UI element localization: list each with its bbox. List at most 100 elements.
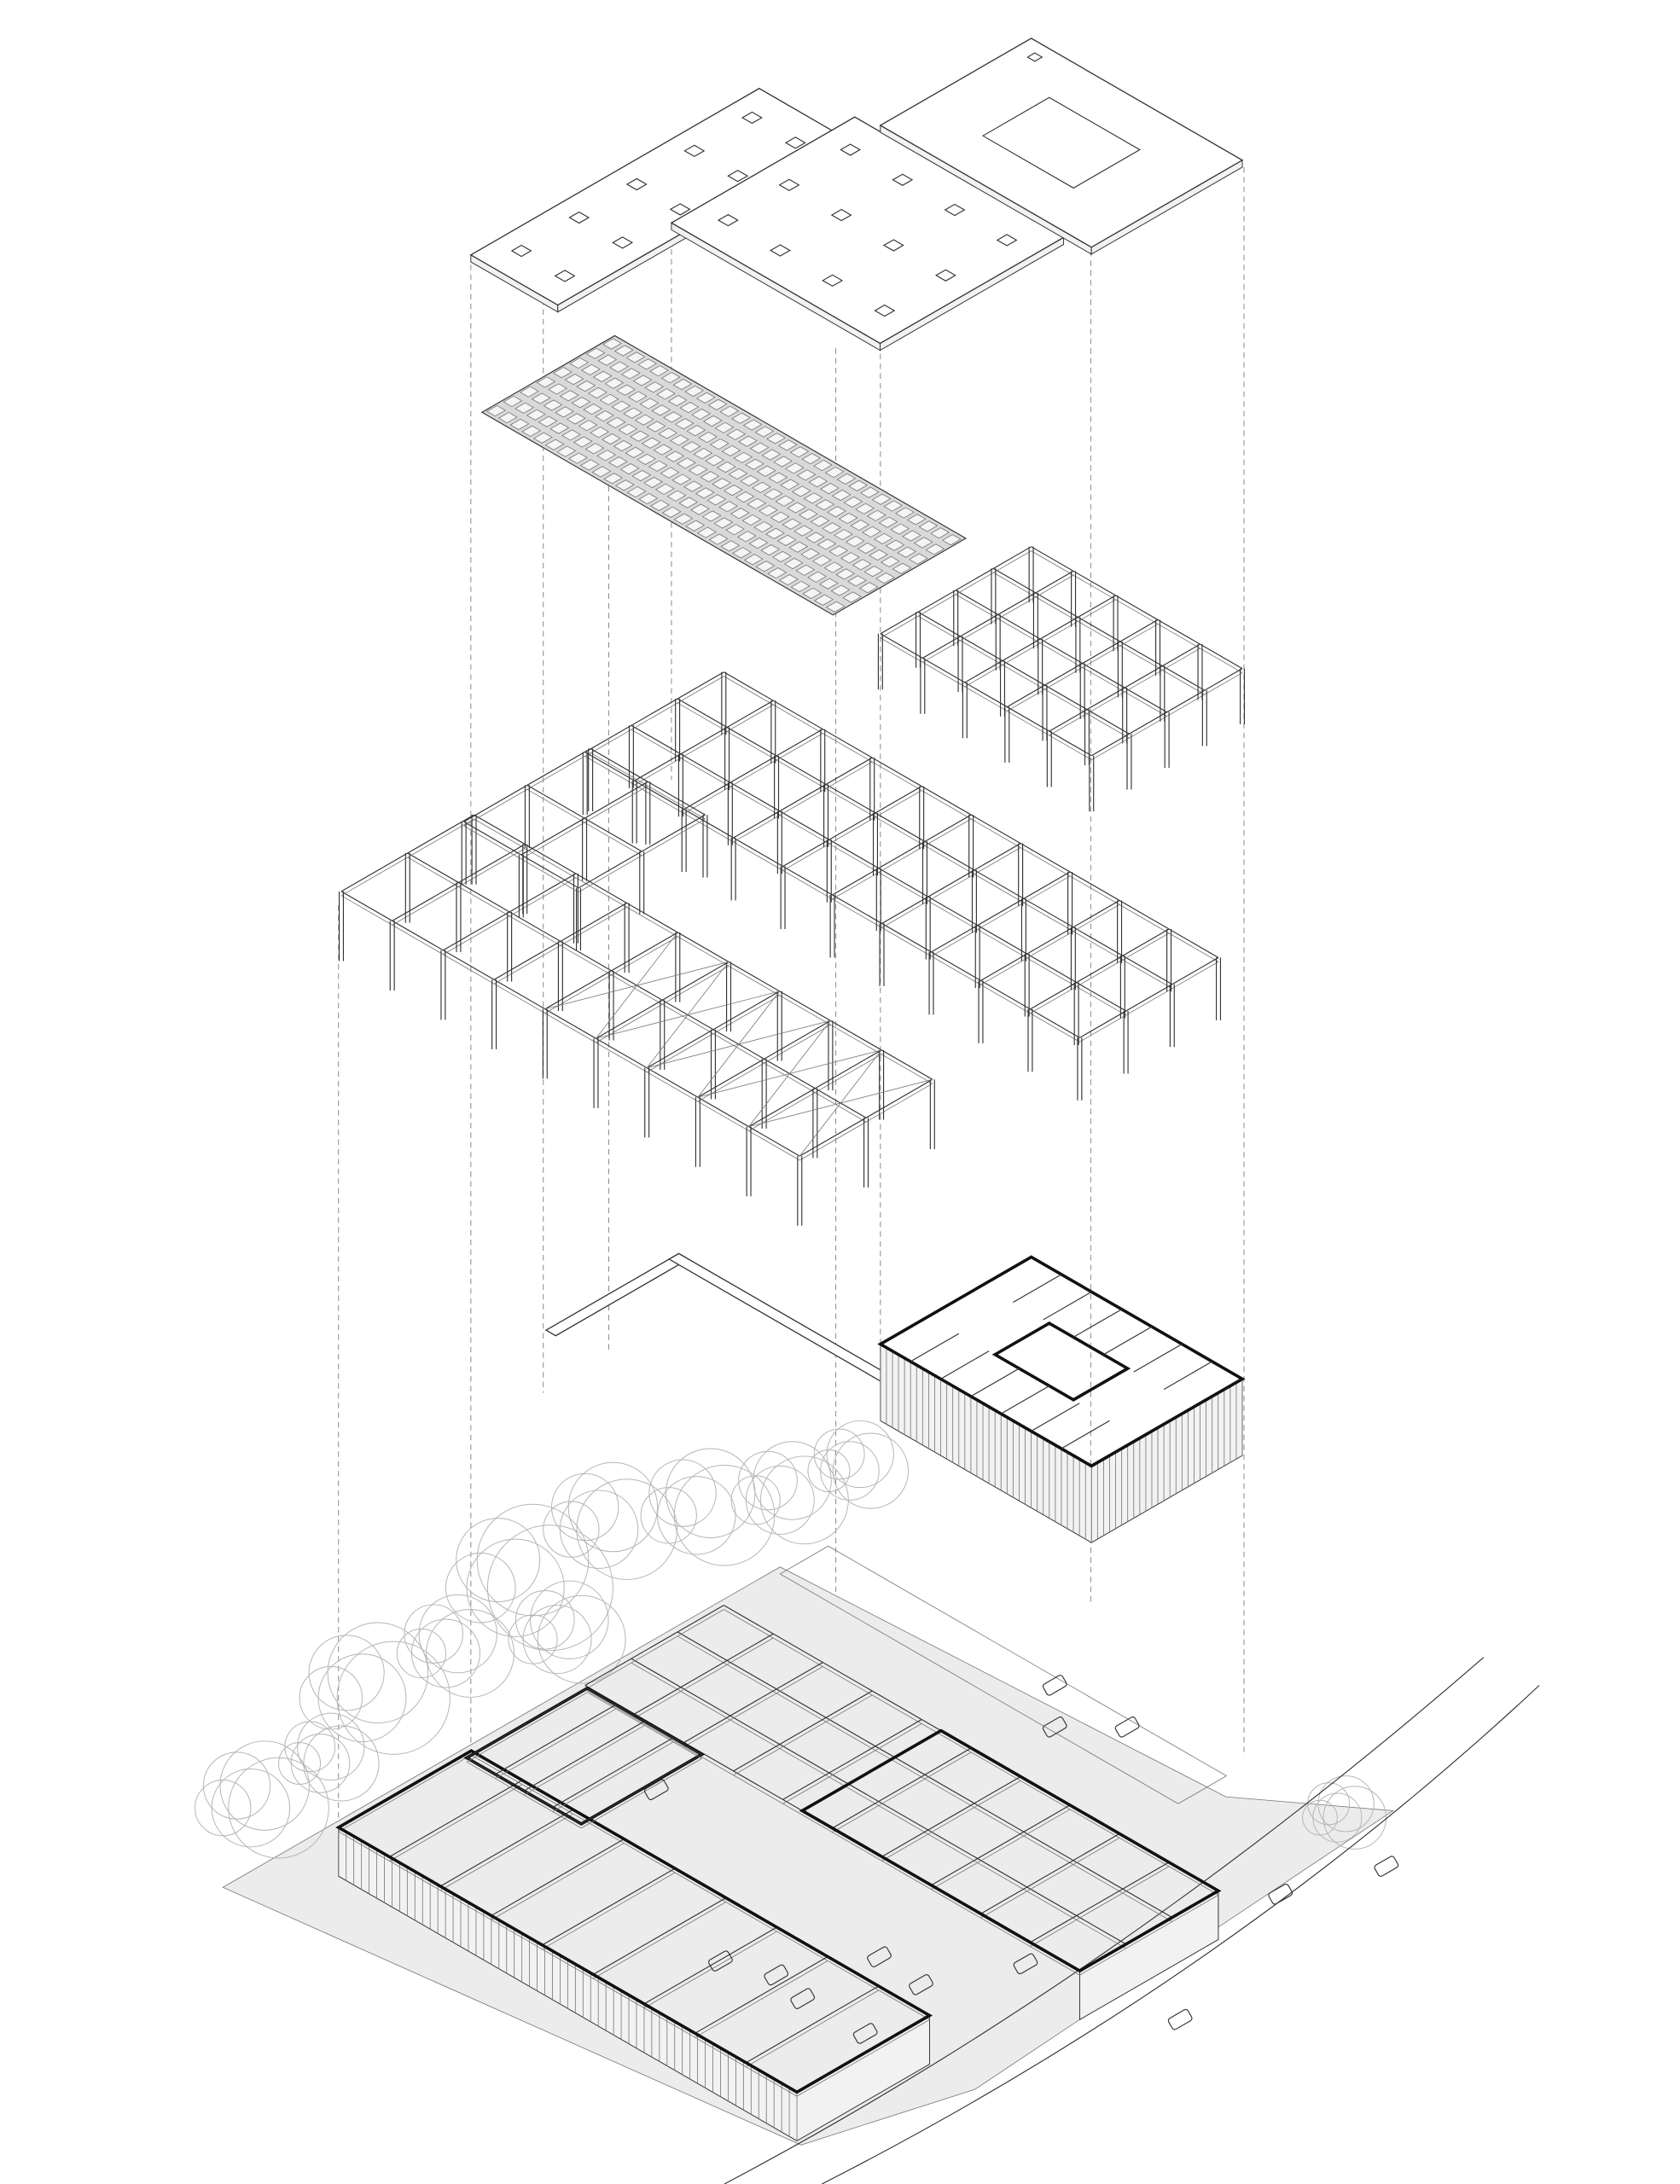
- main-frame-left-wing-beam-edge: [544, 936, 678, 1014]
- upper-floor-plate: [544, 1252, 1246, 1543]
- tree-canopy: [673, 1465, 776, 1566]
- solar-panel: [723, 485, 743, 497]
- solar-panel: [808, 476, 828, 488]
- main-frame-left-wing-beam-edge: [697, 1024, 831, 1102]
- solar-panel: [611, 400, 631, 412]
- ground-right-wing-beam: [782, 1719, 922, 1800]
- solar-panel: [700, 471, 720, 483]
- solar-panel: [810, 515, 830, 527]
- solar-panel: [756, 465, 776, 477]
- main-frame-connector-beam: [463, 748, 591, 822]
- solar-panel: [862, 526, 881, 538]
- solar-panel: [740, 474, 760, 486]
- solar-panel: [616, 384, 636, 396]
- vehicle: [852, 2023, 878, 2044]
- solar-panel: [564, 374, 584, 386]
- solar-panel: [719, 405, 740, 417]
- solar-panel: [669, 434, 689, 446]
- tree-canopy: [211, 1768, 291, 1848]
- partition: [910, 1333, 960, 1362]
- solar-panel: [818, 578, 839, 590]
- solar-panel: [695, 487, 715, 499]
- skylight: [612, 236, 634, 249]
- ground-left-wing-beam: [592, 1897, 727, 1975]
- solar-panel: [859, 486, 880, 498]
- ground-connector-beam-edge: [466, 1692, 588, 1763]
- upper-frame-beam: [1007, 619, 1159, 708]
- ground-connector-beam: [466, 1757, 582, 1825]
- main-frame-right-wing-beam-edge: [724, 676, 1219, 962]
- solar-panel: [708, 533, 729, 545]
- skylight: [944, 203, 966, 217]
- solar-panel: [662, 411, 683, 423]
- solar-panel: [869, 549, 888, 561]
- solar-panel: [576, 380, 596, 392]
- solar-panel: [800, 548, 820, 560]
- ground-right-wing-beam: [980, 1833, 1120, 1914]
- solar-panel: [842, 591, 863, 603]
- solar-panel: [878, 516, 898, 528]
- ground-right-wing-beam-edge: [832, 1751, 972, 1833]
- solar-panel: [807, 571, 827, 583]
- solar-panel: [731, 547, 752, 559]
- main-frame-left-wing-beam: [646, 990, 781, 1069]
- skylight: [741, 111, 763, 125]
- solar-panel: [569, 357, 590, 369]
- solar-panel: [625, 351, 646, 363]
- ground-connector-beam-edge: [581, 1757, 702, 1829]
- main-frame-left-wing-beam-edge: [596, 965, 730, 1043]
- main-frame-right-wing-beam-edge: [634, 704, 774, 786]
- ground-right-wing-outline: [799, 1728, 1222, 1973]
- solar-panel: [597, 354, 618, 366]
- solar-panel: [730, 508, 750, 520]
- ground-right-wing-beam-edge: [782, 1723, 922, 1804]
- upper-frame-beam-edge: [1007, 624, 1159, 712]
- solar-panel: [632, 375, 653, 386]
- main-frame-left-wing-beam: [392, 844, 526, 921]
- solar-panel: [748, 537, 769, 549]
- solar-panel: [817, 538, 837, 550]
- solar-panel: [666, 490, 687, 502]
- main-frame-right-wing-beam-edge: [584, 676, 724, 757]
- main-frame-right-wing-beam-edge: [1079, 961, 1219, 1043]
- solar-panel: [555, 406, 574, 418]
- ground-connector-beam: [466, 1687, 588, 1758]
- ground-right-wing-beam: [634, 1633, 774, 1715]
- ground-left-wing-beam-edge: [439, 1813, 573, 1891]
- main-frame-right-wing-beam: [584, 671, 724, 753]
- solar-panel: [918, 520, 939, 532]
- ground-right-wing-beam-edge: [584, 1689, 1080, 1976]
- main-frame-right-wing-beam: [724, 671, 1219, 958]
- solar-panel: [685, 520, 706, 531]
- solar-panel: [607, 456, 628, 468]
- upper-frame-beam-edge: [1031, 550, 1243, 673]
- main-frame-connector-beam-edge: [463, 752, 591, 827]
- skylight: [892, 173, 914, 186]
- solar-panel: [634, 414, 654, 426]
- main-frame-left-wing-beam: [799, 1078, 933, 1157]
- tree-canopy: [551, 1472, 619, 1542]
- solar-panel: [730, 412, 751, 424]
- solar-panel: [676, 457, 696, 469]
- solar-panel: [602, 338, 622, 350]
- tree-canopy: [1307, 1782, 1351, 1826]
- main-frame-right-wing-beam-edge: [584, 756, 1080, 1043]
- solar-panel: [603, 473, 624, 485]
- structural-frames: [338, 546, 1246, 1226]
- main-frame-right-wing-beam-edge: [881, 847, 1021, 928]
- upper-frame-beam-edge: [1091, 672, 1243, 760]
- main-frame-connector-beam-edge: [578, 818, 706, 893]
- solar-panel: [614, 479, 635, 491]
- solar-panel: [561, 429, 581, 441]
- floor-courtyard: [991, 1321, 1131, 1402]
- main-frame-right-wing-beam: [1079, 956, 1219, 1038]
- solar-panel: [892, 562, 912, 574]
- tree-canopy: [826, 1420, 894, 1489]
- solar-panel: [686, 425, 706, 437]
- ground-left-wing-beam-edge: [593, 1902, 726, 1979]
- ground-left-wing-beam: [389, 1780, 523, 1858]
- solar-panel: [599, 393, 619, 405]
- solar-panel: [655, 388, 676, 400]
- partition: [940, 1350, 990, 1380]
- ground-left-wing-beam-edge: [389, 1784, 523, 1862]
